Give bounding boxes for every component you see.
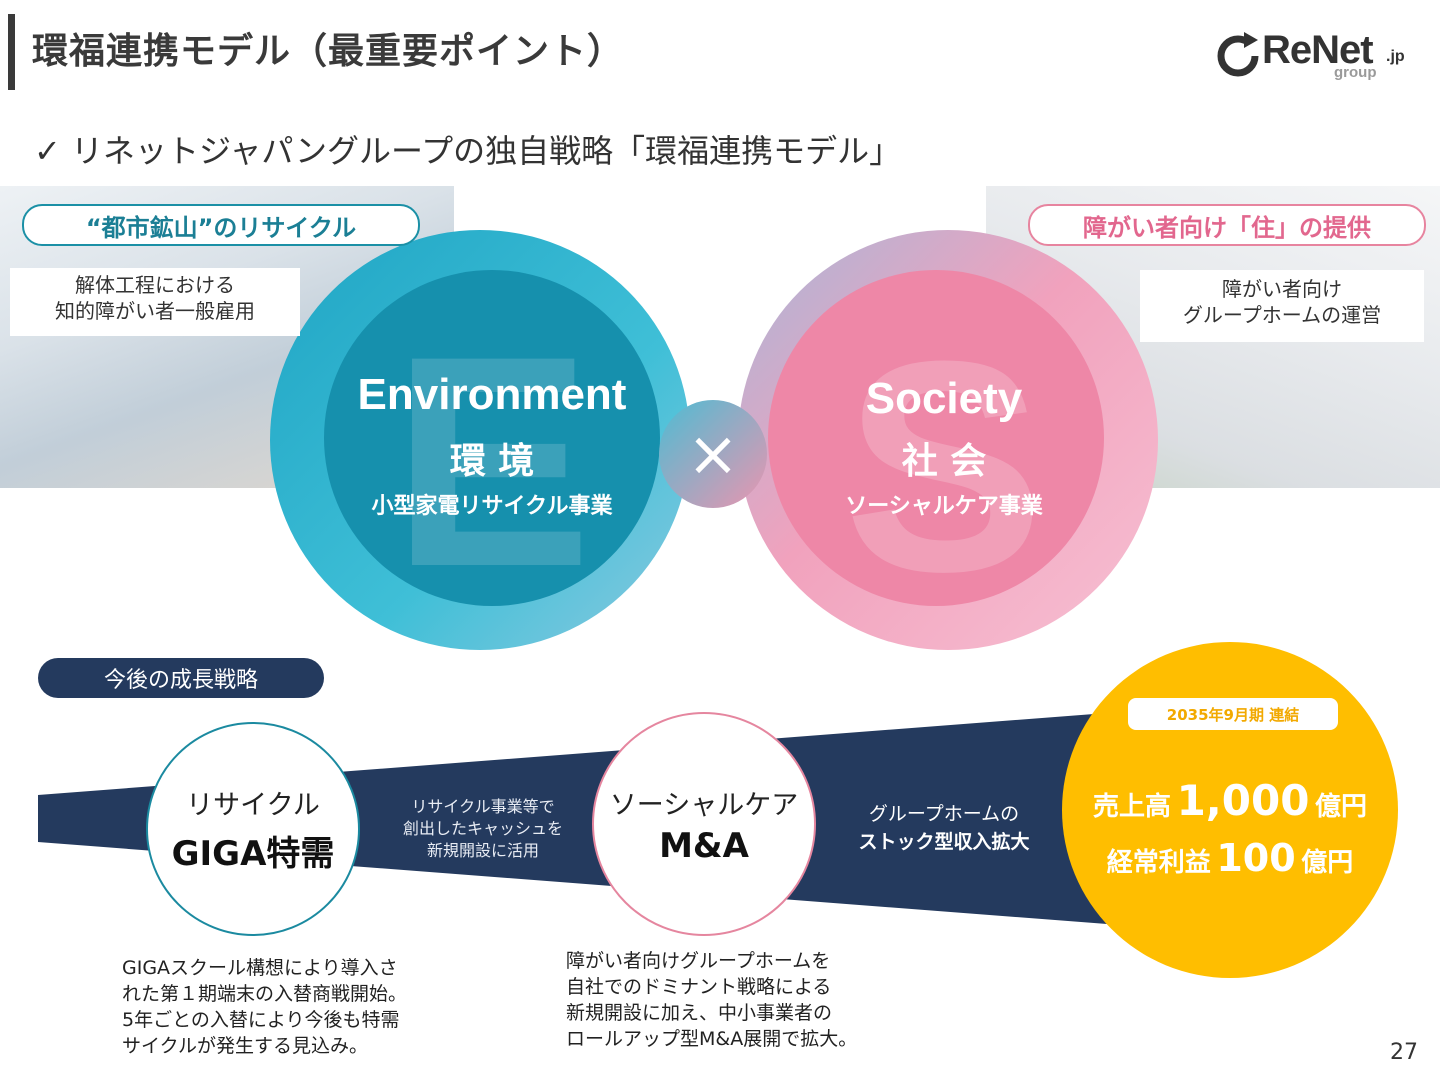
- stage2-line1: ソーシャルケア: [609, 789, 799, 821]
- goal-profit: 経常利益 100 億円: [1062, 836, 1398, 880]
- environment-business: 小型家電リサイクル事業: [371, 494, 613, 519]
- subtitle: ✓ リネットジャパングループの独自戦略「環福連携モデル」: [34, 132, 902, 170]
- ma-description: 障がい者向けグループホームを 自社でのドミナント戦略による 新規開設に加え、中小…: [566, 948, 896, 1052]
- environment-title-en: Environment: [357, 370, 627, 419]
- desc-left-line: 5年ごとの入替により今後も特需: [122, 1009, 400, 1031]
- desc-mid-line: 自社でのドミナント戦略による: [566, 976, 832, 998]
- desc-mid-line: 障がい者向けグループホームを: [566, 950, 831, 972]
- band1-line1: リサイクル事業等で: [411, 797, 555, 816]
- band2-line2: ストック型収入拡大: [858, 831, 1030, 853]
- environment-note-line1: 解体工程における: [75, 273, 235, 297]
- stage1-line1: リサイクル: [186, 790, 320, 821]
- stage2-line2: M&A: [659, 825, 749, 866]
- growth-strategy-label: 今後の成長戦略: [38, 658, 324, 698]
- stage1-line2: GIGA特需: [171, 834, 335, 874]
- band1-line2: 創出したキャッシュを: [402, 819, 563, 838]
- desc-left-line: れた第１期端末の入替商戦開始。: [122, 983, 408, 1005]
- desc-left-line: サイクルが発生する見込み。: [122, 1035, 369, 1057]
- society-core: [768, 270, 1104, 606]
- desc-left-line: GIGAスクール構想により導入さ: [122, 957, 398, 979]
- logo-sub: group: [1334, 64, 1377, 81]
- cross-icon: ×: [687, 417, 739, 490]
- society-business: ソーシャルケア事業: [845, 494, 1043, 519]
- profit-value: 100: [1216, 836, 1296, 880]
- stage-socialcare-ma: ソーシャルケア M&A: [592, 712, 816, 936]
- environment-note-line2: 知的障がい者一般雇用: [55, 299, 255, 323]
- sales-label: 売上高: [1092, 792, 1171, 822]
- band1-line3: 新規開設に活用: [426, 841, 539, 860]
- cross-circle: [659, 400, 767, 508]
- letter-s: S: [844, 298, 1044, 634]
- society-title-ja: 社 会: [901, 441, 987, 482]
- recycle-arrow-icon: [1217, 32, 1259, 77]
- desc-mid-line: ロールアップ型M&A展開で拡大。: [566, 1028, 858, 1050]
- goal-sales: 売上高 1,000 億円: [1062, 776, 1398, 825]
- society-note: 障がい者向け グループホームの運営: [1140, 270, 1424, 342]
- sales-value: 1,000: [1176, 776, 1310, 825]
- page-number: 27: [1390, 1040, 1418, 1065]
- band2-line1: グループホームの: [868, 803, 1020, 825]
- environment-note: 解体工程における 知的障がい者一般雇用: [10, 268, 300, 336]
- page-title: 環福連携モデル（最重要ポイント）: [32, 31, 625, 72]
- goal-period-tag: 2035年9月期 連結: [1128, 698, 1338, 730]
- environment-core: [324, 270, 660, 606]
- society-tag: 障がい者向け「住」の提供: [1028, 204, 1426, 246]
- environment-title-ja: 環 境: [449, 441, 535, 482]
- stage-recycle-giga: リサイクル GIGA特需: [146, 722, 360, 936]
- letter-e: E: [392, 293, 592, 629]
- society-note-line1: 障がい者向け: [1222, 277, 1342, 301]
- profit-label: 経常利益: [1106, 848, 1211, 878]
- society-note-line2: グループホームの運営: [1182, 303, 1382, 327]
- society-title-en: Society: [865, 374, 1023, 423]
- sales-unit: 億円: [1315, 792, 1368, 822]
- giga-description: GIGAスクール構想により導入さ れた第１期端末の入替商戦開始。 5年ごとの入替…: [122, 955, 442, 1059]
- title-accent-bar: [8, 14, 15, 90]
- desc-mid-line: 新規開設に加え、中小事業者の: [566, 1002, 833, 1024]
- logo-suffix: .jp: [1386, 48, 1405, 65]
- profit-unit: 億円: [1301, 848, 1354, 878]
- renet-logo: ReNet .jp group: [1212, 24, 1422, 84]
- band-note-cash: リサイクル事業等で 創出したキャッシュを 新規開設に活用: [378, 796, 588, 862]
- environment-tag: “都市鉱山”のリサイクル: [22, 204, 420, 246]
- logo-text: ReNet: [1262, 28, 1374, 72]
- band-note-stock: グループホームの ストック型収入拡大: [838, 800, 1050, 856]
